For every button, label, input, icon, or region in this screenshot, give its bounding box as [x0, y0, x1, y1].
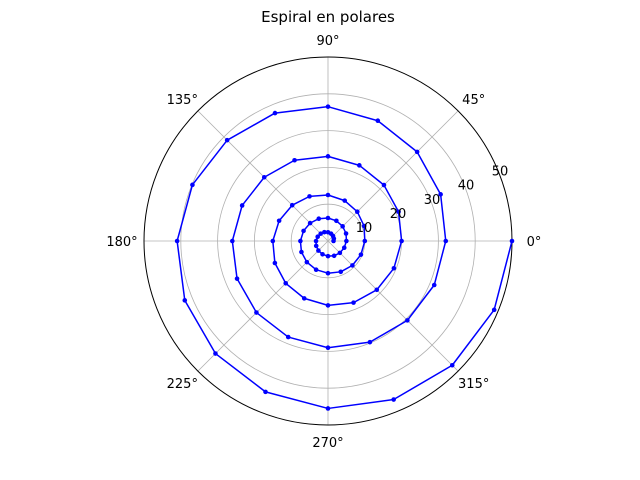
- theta-tick-label: 315°: [458, 377, 489, 392]
- spiral-point-51: [357, 163, 362, 168]
- spiral-point-19: [334, 218, 339, 224]
- spiral-point-8: [313, 238, 319, 244]
- spiral-point-26: [304, 259, 310, 265]
- spiral-point-52: [325, 154, 331, 159]
- spiral-point-66: [414, 149, 420, 155]
- spiral-point-9: [313, 243, 319, 249]
- r-tick-label: 20: [390, 207, 407, 222]
- spiral-point-27: [313, 267, 319, 272]
- r-tick-label: 10: [356, 221, 373, 236]
- polar-grid: [143, 56, 513, 426]
- spiral-point-4: [325, 229, 331, 235]
- spiral-point-68: [325, 104, 331, 109]
- spiral-point-37: [307, 194, 312, 199]
- r-tick-label: 50: [492, 165, 509, 180]
- spiral-point-50: [381, 182, 387, 188]
- theta-tick-label: 270°: [312, 436, 343, 451]
- spiral-point-80: [509, 238, 515, 244]
- spiral-point-13: [331, 253, 337, 259]
- spiral-point-62: [405, 318, 410, 323]
- spiral-point-60: [325, 345, 331, 351]
- spiral-point-29: [338, 269, 344, 275]
- spiral-point-65: [438, 192, 443, 197]
- spiral-point-44: [325, 303, 331, 308]
- spiral-point-58: [254, 310, 259, 315]
- spiral-point-15: [341, 245, 347, 251]
- spiral-point-11: [320, 251, 325, 257]
- spiral-point-72: [174, 238, 180, 244]
- spiral-point-14: [337, 250, 343, 256]
- spiral-point-23: [301, 228, 306, 234]
- spiral-point-47: [391, 265, 397, 271]
- spiral-point-41: [272, 260, 278, 266]
- spiral-point-54: [261, 174, 267, 180]
- spiral-point-71: [190, 182, 195, 188]
- spiral-point-42: [283, 280, 289, 286]
- spiral-point-33: [361, 223, 367, 229]
- spiral-point-55: [239, 203, 245, 208]
- r-tick-label: 30: [424, 193, 441, 208]
- theta-tick-label: 45°: [462, 93, 485, 108]
- spiral-point-43: [301, 296, 307, 301]
- spiral-point-6: [318, 231, 323, 236]
- spiral-point-64: [443, 238, 449, 244]
- spiral-point-67: [375, 118, 381, 124]
- spiral-point-61: [367, 339, 373, 345]
- spiral-point-35: [342, 198, 348, 203]
- spiral-point-39: [276, 218, 282, 224]
- spiral-point-24: [298, 238, 303, 244]
- spiral-point-38: [289, 202, 295, 208]
- spiral-point-40: [270, 238, 276, 244]
- theta-tick-label: 0°: [527, 235, 542, 250]
- spiral-point-16: [344, 238, 349, 244]
- spiral-point-75: [263, 389, 268, 395]
- spiral-point-21: [316, 216, 322, 221]
- spiral-point-34: [354, 209, 360, 215]
- spiral-point-56: [230, 238, 235, 244]
- spiral-point-5: [322, 229, 327, 235]
- spiral-point-74: [213, 351, 218, 356]
- spiral-point-46: [374, 287, 380, 293]
- spiral-point-31: [358, 252, 364, 257]
- r-tick-label: 40: [458, 179, 475, 194]
- spiral-point-70: [224, 137, 230, 143]
- theta-grid-line-7: [327, 240, 459, 372]
- spiral-point-45: [351, 300, 356, 305]
- spiral-point-78: [449, 362, 455, 368]
- chart-title: Espiral en polares: [261, 8, 395, 26]
- spiral-point-53: [292, 157, 297, 163]
- spiral-point-25: [299, 249, 304, 255]
- theta-tick-label: 225°: [167, 377, 198, 392]
- spiral-point-20: [325, 215, 331, 221]
- spiral-point-79: [491, 307, 497, 313]
- spiral-point-49: [396, 209, 401, 215]
- theta-tick-label: 180°: [106, 235, 137, 250]
- spiral-point-32: [362, 238, 368, 244]
- theta-grid-line-1: [327, 110, 459, 242]
- tick-labels: 0° 45° 90° 135° 180° 225° 270° 315° 10 20 30 40 50: [106, 34, 541, 451]
- spiral-point-12: [325, 253, 331, 259]
- spiral-point-59: [285, 334, 291, 340]
- spiral-point-30: [350, 263, 355, 268]
- spiral-point-48: [399, 238, 404, 244]
- spiral-point-69: [272, 110, 278, 116]
- spiral-point-36: [325, 192, 331, 198]
- spiral-point-76: [325, 406, 331, 411]
- spiral-point-10: [316, 248, 321, 253]
- spiral-point-28: [325, 270, 331, 276]
- spiral-point-17: [343, 231, 349, 236]
- spiral-point-63: [431, 282, 437, 288]
- spiral-point-18: [340, 224, 345, 229]
- spiral-point-7: [315, 234, 320, 240]
- spiral-series: [174, 104, 515, 411]
- theta-tick-label: 135°: [167, 93, 198, 108]
- spiral-point-77: [391, 397, 396, 402]
- theta-tick-label: 90°: [316, 34, 339, 49]
- spiral-point-57: [234, 276, 240, 281]
- spiral-point-22: [307, 220, 313, 226]
- spiral-point-73: [182, 298, 188, 303]
